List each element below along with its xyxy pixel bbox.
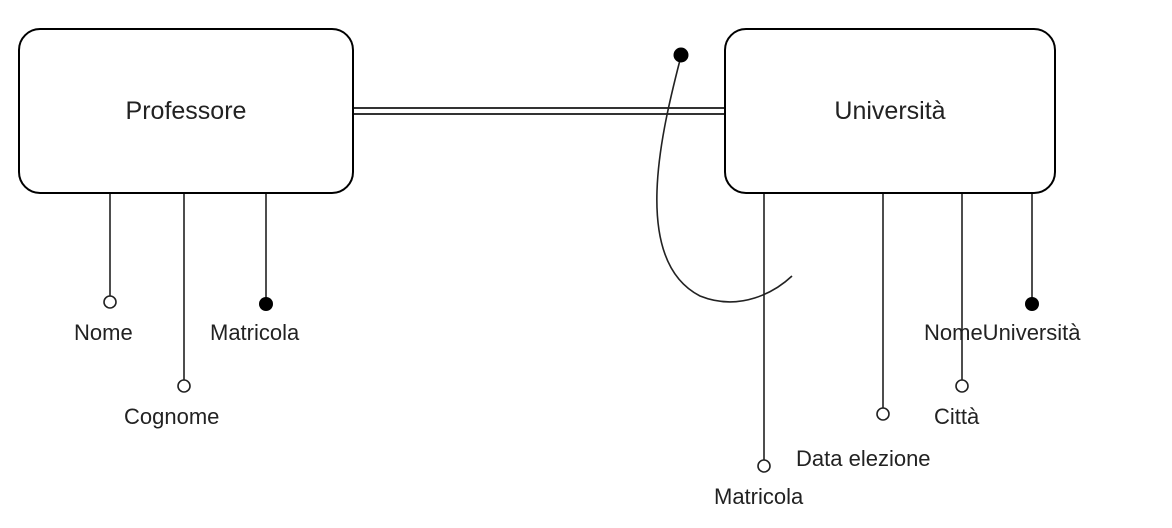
- attribute-citta-label: Città: [934, 404, 980, 429]
- attribute-nome-connector: [103, 192, 117, 309]
- attribute-nome-universita-connector: [1025, 192, 1039, 311]
- attribute-data-elezione-label: Data elezione: [796, 446, 931, 471]
- attribute-nome-label: Nome: [74, 320, 133, 345]
- attribute-citta-connector: [955, 192, 969, 393]
- entity-universita[interactable]: Università: [724, 28, 1056, 194]
- attribute-cognome-connector: [177, 192, 191, 393]
- attribute-nome-universita-label: NomeUniversità: [924, 320, 1081, 345]
- attribute-cognome-label: Cognome: [124, 404, 220, 429]
- entity-universita-name: Università: [834, 96, 946, 125]
- attribute-matricola-prof-label: Matricola: [210, 320, 300, 345]
- attribute-matricola-univ-label: Matricola: [714, 484, 804, 509]
- attribute-matricola-prof-connector: [259, 192, 273, 311]
- entity-professore[interactable]: Professore: [18, 28, 354, 194]
- attribute-data-elezione-connector: [876, 192, 890, 421]
- relationship-line: [352, 107, 726, 115]
- identifier-marker-dot: [673, 47, 689, 63]
- entity-professore-name: Professore: [125, 96, 247, 125]
- attribute-matricola-univ-connector: [757, 192, 771, 473]
